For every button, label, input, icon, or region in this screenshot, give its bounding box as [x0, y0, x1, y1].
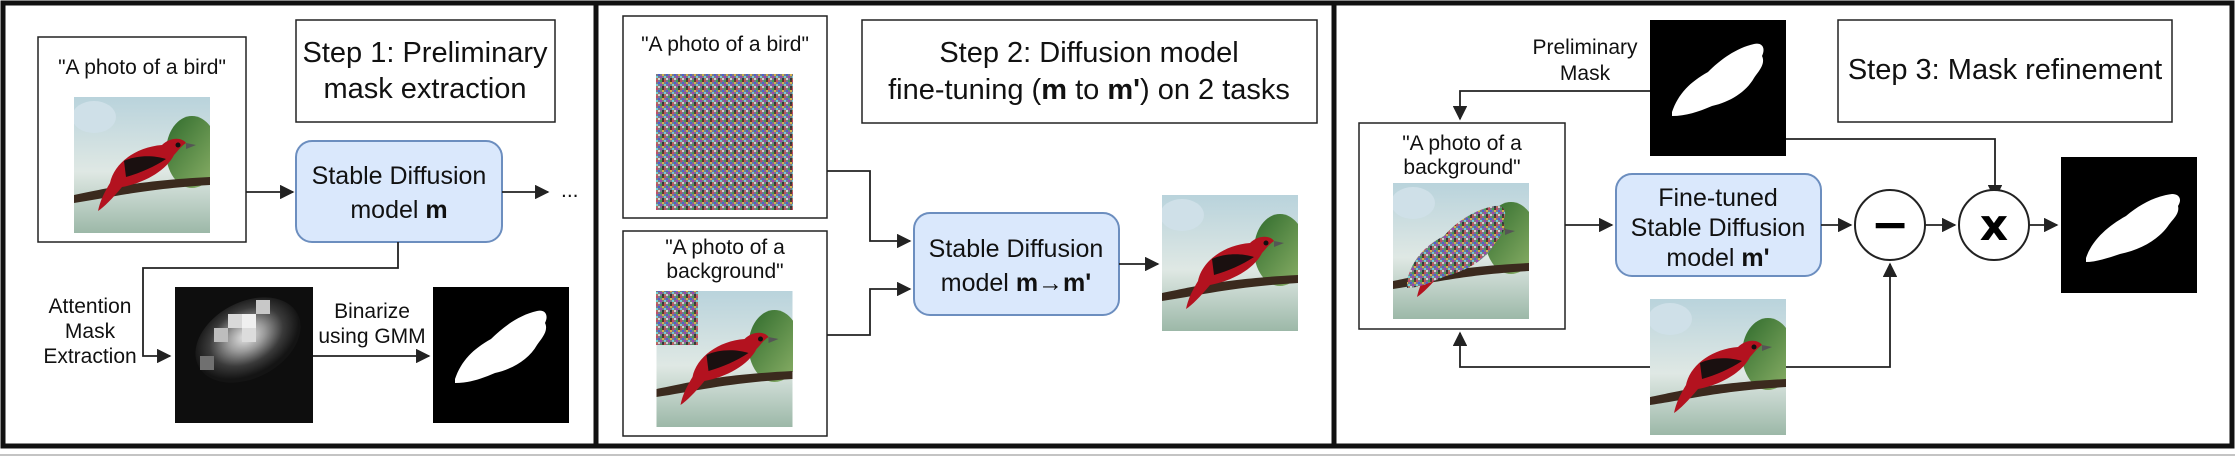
arrow-mask-to-frame — [1452, 90, 1650, 121]
step2-partial-noise-image — [656, 291, 793, 427]
arrow-mask-to-multiply — [1786, 138, 2003, 200]
arrow-inpaint-to-model — [827, 281, 912, 336]
step3-masked-noise-image — [1393, 183, 1529, 319]
step1-title-line1: Step 1: Preliminary — [303, 37, 548, 69]
step2-model-line1: Stable Diffusion — [929, 235, 1104, 263]
attention-label-line2: Mask — [65, 320, 116, 343]
step3-model-line2: Stable Diffusion — [1631, 214, 1806, 242]
step2-title-line1: Step 2: Diffusion model — [939, 37, 1238, 69]
step1-ellipsis: ... — [561, 179, 579, 202]
step2-noise-image — [656, 74, 793, 210]
step3-model-line1: Fine-tuned — [1658, 184, 1778, 212]
step3-prompt-line1: "A photo of a — [1402, 132, 1522, 155]
step2-panel: Step 2: Diffusion model fine-tuning (m t… — [622, 15, 1318, 437]
step1-model-box — [295, 140, 503, 243]
step3-model-line3: model m' — [1666, 244, 1769, 272]
arrow-bird-to-frame — [1452, 331, 1650, 368]
step3-refined-mask-image — [2061, 157, 2197, 293]
attention-label-line1: Attention — [49, 295, 132, 318]
arrow-noise-to-model — [827, 170, 912, 249]
step3-preliminary-mask-image — [1650, 20, 1786, 156]
step1-prompt: "A photo of a bird" — [58, 56, 226, 79]
binarize-label-line1: Binarize — [334, 300, 410, 323]
step1-model-line1: Stable Diffusion — [312, 162, 487, 190]
step2-output-bird-image — [1162, 195, 1298, 331]
step1-bird-image — [74, 97, 210, 233]
step3-original-bird-image — [1650, 299, 1786, 435]
step1-title-line2: mask extraction — [323, 73, 526, 105]
step2-title-box — [861, 19, 1318, 124]
step2-prompt-bird: "A photo of a bird" — [641, 33, 809, 56]
attention-label-line3: Extraction — [43, 345, 136, 368]
step2-prompt-bg-line2: background" — [666, 260, 783, 283]
step3-title-box — [1837, 19, 2173, 123]
step1-binary-mask-image — [433, 287, 569, 423]
preliminary-label-line2: Mask — [1560, 62, 1611, 85]
step1-model-line2: model m — [350, 196, 447, 224]
step2-title-line2: fine-tuning (m to m') on 2 tasks — [888, 74, 1290, 106]
arrow-bird-to-subtract — [1786, 262, 1898, 368]
outer-frame — [0, 0, 2235, 449]
step3-prompt-line2: background" — [1403, 156, 1520, 179]
arrow-model-to-attention — [142, 242, 399, 364]
step3-title: Step 3: Mask refinement — [1848, 54, 2162, 86]
step3-panel: Step 3: Mask refinement Preliminary Mask… — [1358, 19, 2197, 435]
step1-title-box — [295, 19, 556, 123]
step2-model-box — [913, 212, 1120, 316]
multiply-symbol: x — [1980, 200, 2008, 251]
attention-map-image — [175, 287, 313, 423]
preliminary-label-line1: Preliminary — [1532, 36, 1638, 59]
step1-panel: Step 1: Preliminary mask extraction "A p… — [37, 19, 579, 423]
step2-prompt-bg-line1: "A photo of a — [665, 236, 785, 259]
step2-model-line2: model m→m' — [941, 269, 1091, 297]
binarize-label-line2: using GMM — [318, 325, 425, 348]
subtract-symbol: − — [1871, 197, 1910, 251]
